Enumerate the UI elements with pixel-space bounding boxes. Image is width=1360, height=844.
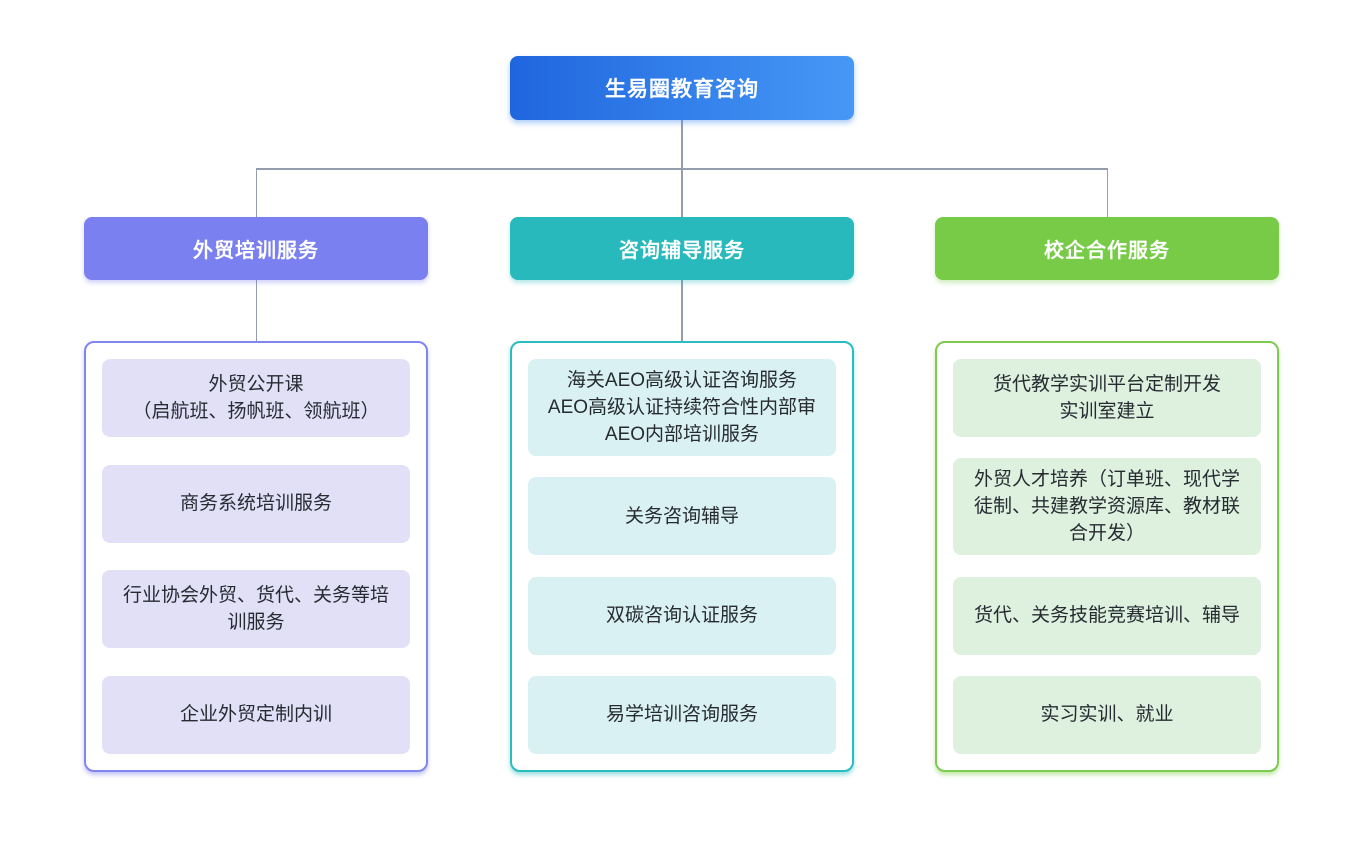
connector-branch-2-to-box (681, 280, 683, 341)
leaf-item: 行业协会外贸、货代、关务等培 训服务 (102, 570, 410, 649)
connector-root-drop (681, 120, 683, 168)
leaf-item: 双碳咨询认证服务 (528, 576, 836, 655)
connector-drop-branch-3 (1106, 168, 1108, 217)
connector-drop-branch-1 (255, 168, 257, 217)
leaf-item: 外贸公开课 （启航班、扬帆班、领航班） (102, 359, 410, 437)
branch-header-school-enterprise: 校企合作服务 (935, 217, 1279, 280)
branch-box-trade-training: 外贸公开课 （启航班、扬帆班、领航班） 商务系统培训服务 行业协会外贸、货代、关… (84, 341, 428, 772)
leaf-item: 货代教学实训平台定制开发 实训室建立 (953, 359, 1261, 437)
leaf-item: 海关AEO高级认证咨询服务 AEO高级认证持续符合性内部审 AEO内部培训服务 (528, 359, 836, 456)
leaf-item: 商务系统培训服务 (102, 464, 410, 543)
leaf-item: 关务咨询辅导 (528, 477, 836, 556)
branch-box-consulting: 海关AEO高级认证咨询服务 AEO高级认证持续符合性内部审 AEO内部培训服务 … (510, 341, 854, 772)
leaf-item: 企业外贸定制内训 (102, 675, 410, 754)
connector-drop-branch-2 (681, 168, 683, 217)
branch-header-consulting: 咨询辅导服务 (510, 217, 854, 280)
branch-header-trade-training: 外贸培训服务 (84, 217, 428, 280)
leaf-item: 实习实训、就业 (953, 675, 1261, 754)
leaf-item: 易学培训咨询服务 (528, 675, 836, 754)
connector-branch-1-to-box (255, 280, 257, 341)
branch-box-school-enterprise: 货代教学实训平台定制开发 实训室建立 外贸人才培养（订单班、现代学 徒制、共建教… (935, 341, 1279, 772)
leaf-item: 货代、关务技能竞赛培训、辅导 (953, 576, 1261, 655)
leaf-item: 外贸人才培养（订单班、现代学 徒制、共建教学资源库、教材联 合开发） (953, 458, 1261, 556)
root-node: 生易圈教育咨询 (510, 56, 854, 120)
